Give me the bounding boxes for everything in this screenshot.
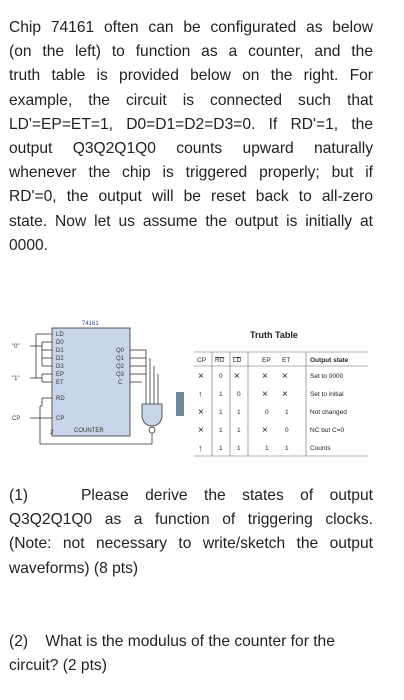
input-zero-label: "0" <box>12 344 20 350</box>
cell: 0 <box>265 409 269 416</box>
cell: × <box>262 371 268 382</box>
cell: NC but C=0 <box>310 427 345 434</box>
intro-line: example, the circuit is connected such t… <box>9 91 373 109</box>
intro-line: 0000. <box>9 236 49 254</box>
th-output: Output state <box>310 357 349 364</box>
cell: Set to 0000 <box>310 373 344 380</box>
cell: 1 <box>237 427 241 434</box>
pin-et: ET <box>56 380 64 386</box>
question-1: (1) Please derive the states of output Q3… <box>9 484 373 581</box>
pin-cp: CP <box>56 416 64 422</box>
intro-line: state. Now let us assume the output is i… <box>9 212 373 230</box>
question-1-line: waveforms) (8 pts) <box>9 559 139 577</box>
cell: 1 <box>219 445 223 452</box>
cell: ↑ <box>198 389 203 399</box>
cell: Not changed <box>310 409 347 416</box>
pin-ld: LD <box>56 332 64 338</box>
question-2-line: circuit? (2 pts) <box>9 657 107 675</box>
question-2: (2) What is the modulus of the counter f… <box>9 630 373 678</box>
pin-c: C <box>118 380 123 386</box>
th-rd: RD <box>215 357 225 364</box>
chip-footer: COUNTER <box>74 428 104 434</box>
watermark-stamp <box>176 392 184 416</box>
chip-footer-num: 2 <box>50 430 54 436</box>
cell: × <box>198 407 204 418</box>
truth-table: Truth Table CP RD LD EP ET Output state … <box>194 330 368 457</box>
question-1-text: Please derive the states of output <box>81 487 373 504</box>
nand-bubble <box>148 426 156 434</box>
cell: 1 <box>285 445 289 452</box>
intro-line: Chip 74161 often can be configurated as … <box>9 19 373 36</box>
intro-line: LD'=EP=ET=1, D0=D1=D2=D3=0. If RD'=1, th… <box>9 115 373 133</box>
pin-ep: EP <box>56 372 64 378</box>
pin-q1: Q1 <box>116 356 125 362</box>
question-2-line: (2) What is the modulus of the counter f… <box>9 633 335 650</box>
th-et: ET <box>282 357 290 364</box>
cell: 0 <box>219 373 223 380</box>
intro-line: output Q3Q2Q1Q0 counts upward naturally <box>9 140 373 158</box>
question-1-line: Q3Q2Q1Q0 as a function of triggering clo… <box>9 511 373 529</box>
problem-statement: Chip 74161 often can be configurated as … <box>9 16 373 258</box>
cell: × <box>198 371 204 382</box>
cell: × <box>282 371 288 382</box>
intro-line: whenever the chip is triggered properly;… <box>9 164 373 182</box>
th-cp: CP <box>197 357 206 364</box>
cell: 1 <box>219 427 223 434</box>
cell: × <box>262 425 268 436</box>
cell: 1 <box>219 391 223 398</box>
pin-d2: D2 <box>56 356 64 362</box>
circuit-labels: 74161 "0" "1" CP LD D0 D1 D2 D3 EP ET RD… <box>12 321 125 436</box>
intro-line: truth table is provided below on the rig… <box>9 67 373 85</box>
cell: Set to initial <box>310 391 344 398</box>
circuit-figure: 74161 "0" "1" CP LD D0 D1 D2 D3 EP ET RD… <box>0 312 404 472</box>
chip-name: 74161 <box>82 321 99 327</box>
truth-table-title: Truth Table <box>250 330 298 340</box>
cell: 0 <box>285 427 289 434</box>
cell: 1 <box>219 409 223 416</box>
question-1-line: (Note: not necessary to write/sketch the… <box>9 535 373 553</box>
th-ld: LD <box>233 357 242 364</box>
nand-gate <box>141 403 163 427</box>
cell: 1 <box>237 409 241 416</box>
figure-svg: 74161 "0" "1" CP LD D0 D1 D2 D3 EP ET RD… <box>12 321 368 457</box>
cell: × <box>262 389 268 400</box>
th-ep: EP <box>262 357 271 364</box>
cell: × <box>234 371 240 382</box>
pin-rd: RD <box>56 396 65 402</box>
circuit-diagram <box>30 327 184 445</box>
chip-74161 <box>51 327 131 437</box>
input-one-label: "1" <box>12 376 20 382</box>
pin-d3: D3 <box>56 364 64 370</box>
pin-q2: Q2 <box>116 364 125 370</box>
cell: × <box>282 389 288 400</box>
clock-label: CP <box>12 416 20 422</box>
cell: × <box>198 425 204 436</box>
pin-d0: D0 <box>56 340 64 346</box>
question-1-number: (1) <box>9 487 29 504</box>
cell: Counts <box>310 445 331 452</box>
question-1-line-1: (1) Please derive the states of output <box>9 484 373 508</box>
cell: 1 <box>237 445 241 452</box>
intro-line: (on the left) to function as a counter, … <box>9 43 373 61</box>
pin-q0: Q0 <box>116 348 125 354</box>
cell: 1 <box>265 445 269 452</box>
pin-q3: Q3 <box>116 372 125 378</box>
intro-line: RD'=0, the output will be reset back to … <box>9 188 373 206</box>
cell: ↑ <box>198 443 203 453</box>
pin-d1: D1 <box>56 348 64 354</box>
cell: 0 <box>237 391 241 398</box>
cell: 1 <box>285 409 289 416</box>
